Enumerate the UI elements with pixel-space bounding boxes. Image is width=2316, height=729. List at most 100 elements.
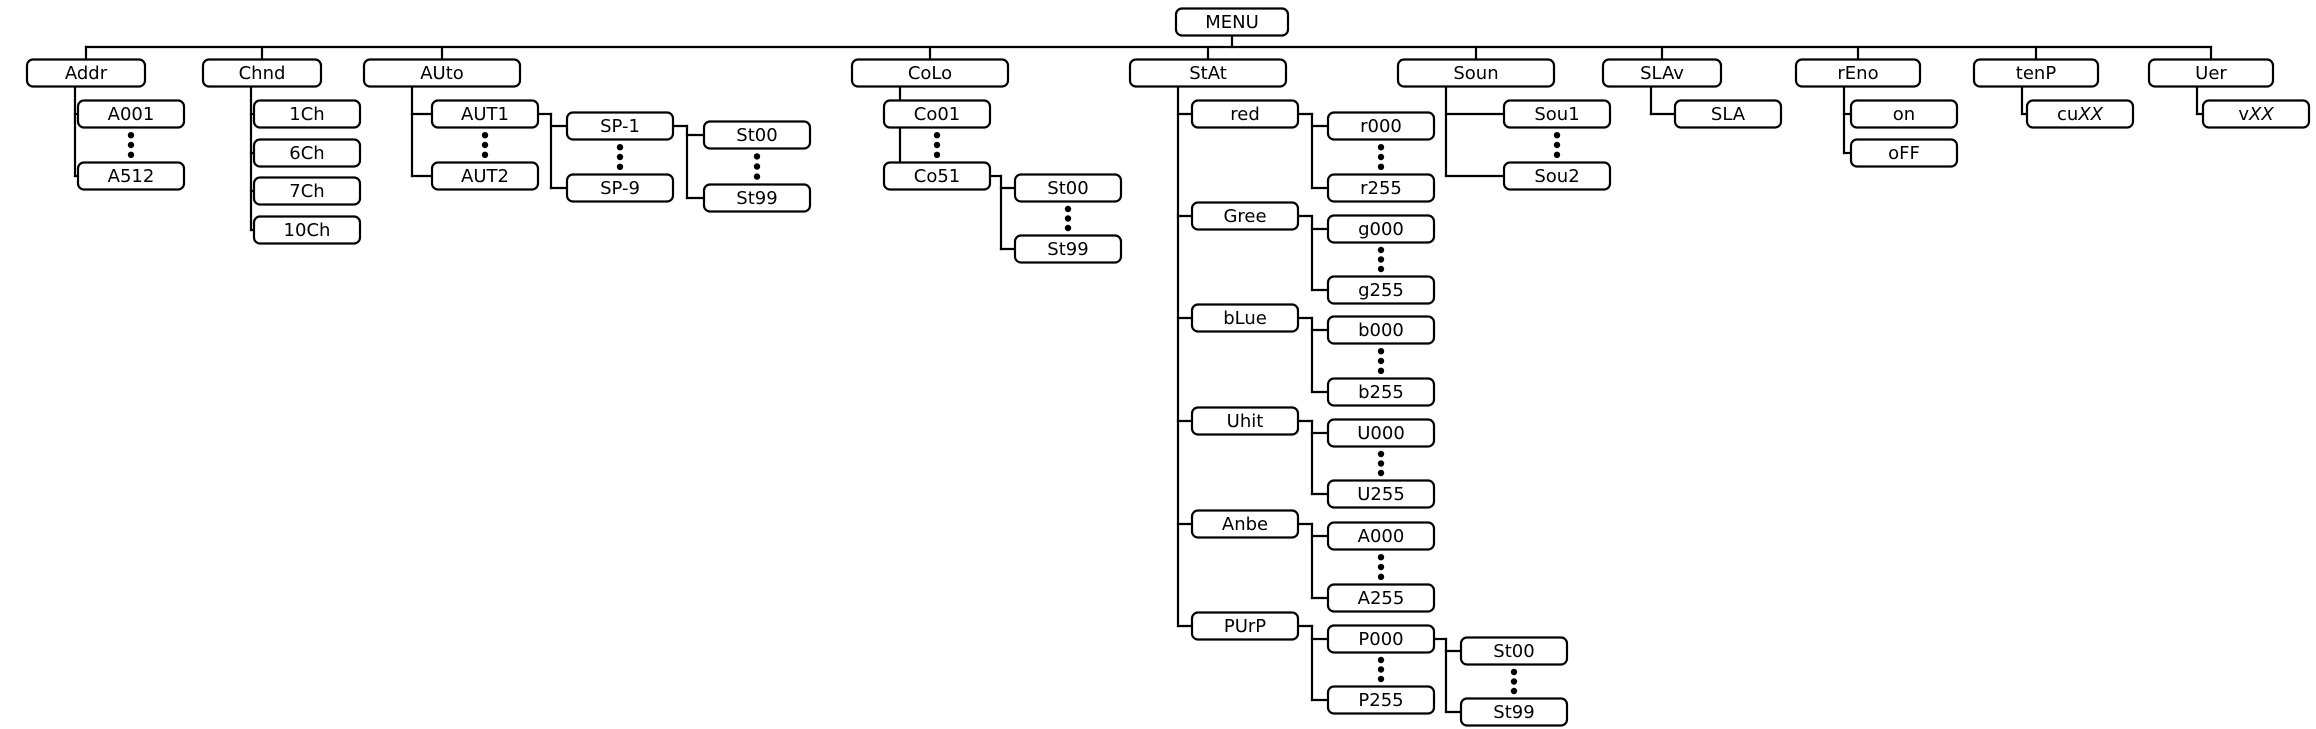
menu-node-sp1: SP-1 [565,111,675,141]
node-box [565,173,675,203]
menu-group-chnd: Chnd [201,58,323,88]
menu-group-reno: rEno [1794,58,1922,88]
node-label: StAt [1189,63,1227,84]
ellipsis-dot [1377,656,1385,664]
node-label: Co01 [914,104,961,125]
node-box [1849,138,1959,168]
node-box [2147,58,2275,88]
node-label: A512 [108,166,155,187]
node-label: St00 [736,125,777,146]
node-label: Chnd [239,63,286,84]
node-label: A000 [1358,526,1405,547]
node-box [1396,58,1556,88]
node-box [76,99,186,129]
ellipsis-dot [616,144,624,151]
menu-nodes: A001A512Addr1Ch6Ch7Ch10ChChndSt00St99SP-… [25,7,2311,727]
ellipsis-dot [1377,367,1385,374]
menu-node-colo-st99: St99 [1013,234,1123,264]
node-box [882,161,992,191]
ellipsis-dot [616,153,624,161]
ellipsis-dot [127,151,135,158]
node-box [362,58,522,88]
menu-node-co01: Co01 [882,99,992,129]
menu-node-gree: Gree [1190,201,1300,231]
ellipsis-dot [933,132,941,139]
node-box [882,99,992,129]
ellipsis-dot [753,173,761,180]
node-box [201,58,323,88]
node-label: Anbe [1222,514,1268,535]
node-label: b000 [1358,320,1404,341]
node-label: 10Ch [284,220,331,241]
menu-node-a512: A512 [76,161,186,191]
node-label: U255 [1357,484,1405,505]
node-label: oFF [1888,143,1920,164]
ellipsis-dot [1510,668,1518,676]
node-label: rEno [1837,63,1878,84]
menu-group-slav: SLAv [1601,58,1723,88]
node-label: CoLo [908,63,952,84]
node-box [1013,173,1123,203]
menu-group-soun: Soun [1396,58,1556,88]
node-box [1326,111,1436,141]
node-box [1849,99,1959,129]
menu-node-colo-st00: St00 [1013,173,1123,203]
node-label: St99 [736,188,777,209]
node-label: Uer [2195,63,2227,84]
node-label: bLue [1223,308,1267,329]
menu-node-purp-st99: St99 [1459,697,1569,727]
menu-node-blue: bLue [1190,303,1300,333]
menu-group-addr: Addr [25,58,147,88]
menu-node-auto-st99: St99 [702,183,812,213]
ellipsis-dot [1377,357,1385,365]
node-label: on [1893,104,1915,125]
ellipsis-dot [1377,573,1385,580]
menu-group-auto: AUto [362,58,522,88]
menu-node-on: on [1849,99,1959,129]
node-box [1326,624,1436,654]
ellipsis-dot [127,132,135,139]
node-label: Sou2 [1534,166,1579,187]
node-box [1459,697,1569,727]
node-label: Gree [1223,206,1266,227]
node-box [252,176,362,206]
menu-node-aut2: AUT2 [430,161,540,191]
node-label: St00 [1047,178,1088,199]
node-label: SLA [1711,104,1746,125]
node-label: Co51 [914,166,961,187]
node-label: AUT2 [461,166,509,187]
ellipsis-dot [1377,563,1385,571]
node-label: Soun [1453,63,1498,84]
ellipsis-dot [1377,246,1385,254]
menu-node-sp9: SP-9 [565,173,675,203]
ellipsis-dot [1510,687,1518,695]
menu-node-r255: r255 [1326,173,1436,203]
node-box [1972,58,2100,88]
ellipsis-dot [1377,450,1385,458]
node-label: AUT1 [461,104,509,125]
ellipsis-dot [1377,153,1385,161]
node-label: AUto [420,63,464,84]
node-label: St00 [1493,641,1534,662]
node-box [2201,99,2311,129]
ellipsis-dot [481,141,489,149]
menu-group-colo: CoLo [850,58,1010,88]
node-box [25,58,147,88]
node-box [1190,406,1300,436]
node-box [1326,377,1436,407]
node-label: Sou1 [1534,104,1579,125]
node-box [1190,509,1300,539]
node-label: U000 [1357,423,1405,444]
ellipsis-dot [1553,132,1561,139]
ellipsis-dot [1377,256,1385,263]
ellipsis-dot [1377,163,1385,170]
node-box [430,161,540,191]
ellipsis-dot [1377,348,1385,355]
node-box [1190,611,1300,641]
node-label: cuXX [2057,104,2104,125]
menu-node-anbe: Anbe [1190,509,1300,539]
node-box [1190,303,1300,333]
menu-node-6ch: 6Ch [252,138,362,168]
ellipsis-dot [127,141,135,149]
